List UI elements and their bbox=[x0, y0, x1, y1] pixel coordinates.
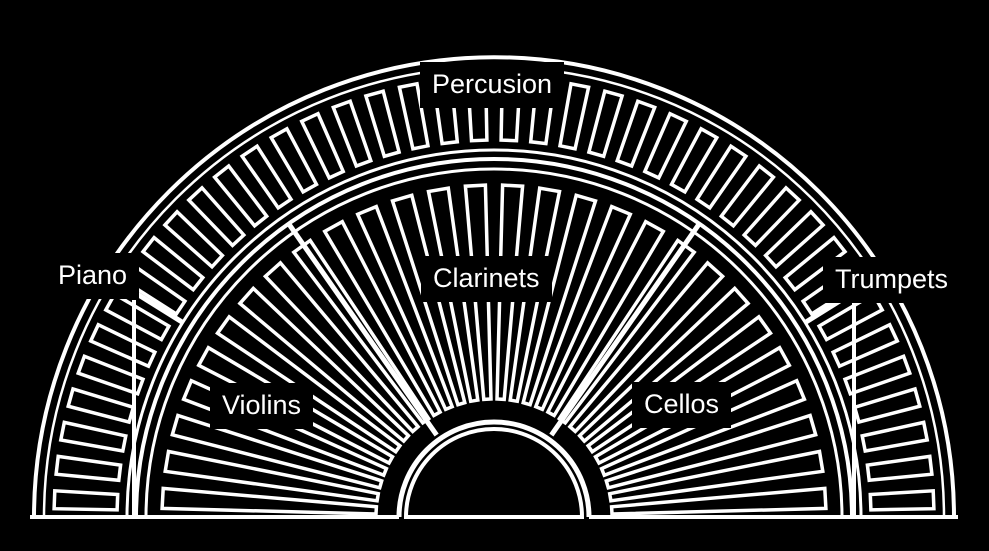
outer-seat bbox=[852, 386, 922, 425]
inner-seat bbox=[609, 486, 828, 516]
inner-seat bbox=[355, 204, 455, 412]
outer-seat bbox=[331, 98, 374, 169]
inner-seat bbox=[577, 285, 751, 444]
conductor-podium bbox=[0, 427, 989, 546]
section-label-trumpets[interactable]: Trumpets bbox=[823, 257, 961, 303]
outer-seat bbox=[58, 420, 128, 454]
inner-arcs bbox=[144, 167, 844, 518]
outer-seat bbox=[865, 454, 934, 483]
outer-seat bbox=[830, 322, 900, 369]
outer-seat bbox=[75, 354, 146, 397]
inner-seat bbox=[215, 314, 403, 455]
inner-seat bbox=[170, 413, 384, 490]
outer-seat bbox=[694, 143, 749, 211]
outer-seat bbox=[88, 322, 158, 369]
section-label-cellos[interactable]: Cellos bbox=[632, 382, 732, 428]
inner-seat bbox=[607, 449, 825, 503]
inner-seat bbox=[533, 204, 633, 412]
divider-violins-clarinets bbox=[286, 222, 439, 437]
podium-semicircle bbox=[403, 427, 585, 519]
outer-seat bbox=[162, 209, 225, 270]
outer-seat bbox=[66, 386, 136, 425]
podium-boundary-arc bbox=[396, 419, 592, 518]
outer-seat bbox=[860, 420, 930, 454]
inner-seat bbox=[521, 193, 598, 407]
section-label-percussion[interactable]: Percusion bbox=[420, 62, 565, 108]
section-label-violins[interactable]: Violins bbox=[210, 383, 314, 429]
outer-seat bbox=[299, 111, 346, 181]
outer-seat bbox=[52, 488, 120, 512]
outer-seat bbox=[642, 111, 689, 181]
outer-seat bbox=[741, 185, 802, 248]
inner-seat bbox=[545, 219, 666, 418]
inner-boundary-arc bbox=[144, 167, 844, 518]
outer-seat bbox=[557, 81, 591, 151]
outer-seat bbox=[842, 354, 913, 397]
outer-seat bbox=[669, 126, 720, 195]
section-dividers bbox=[30, 222, 958, 519]
outer-seat bbox=[586, 89, 625, 159]
outer-seat bbox=[212, 163, 270, 229]
inner-seat bbox=[160, 486, 379, 516]
inner-seat bbox=[237, 285, 411, 444]
outer-seat bbox=[186, 185, 247, 248]
outer-seat bbox=[868, 488, 936, 512]
bottom-margin bbox=[0, 520, 989, 546]
outer-seat bbox=[54, 454, 123, 483]
outer-seat bbox=[239, 143, 294, 211]
outer-seat bbox=[363, 89, 402, 159]
inner-seat bbox=[604, 413, 818, 490]
ring-separator-inner-arc bbox=[134, 157, 854, 518]
inner-seat bbox=[163, 449, 381, 503]
inner-seat bbox=[599, 378, 807, 478]
inner-seat bbox=[262, 260, 421, 434]
ring-separator-arc bbox=[125, 148, 863, 518]
inner-seat bbox=[322, 219, 443, 418]
section-label-piano[interactable]: Piano bbox=[46, 253, 140, 299]
outer-seat bbox=[140, 235, 206, 293]
outer-seat bbox=[268, 126, 319, 195]
outer-seat bbox=[614, 98, 657, 169]
outer-seat bbox=[763, 209, 826, 270]
section-label-clarinets[interactable]: Clarinets bbox=[421, 256, 552, 302]
inner-seat bbox=[567, 260, 726, 434]
divider-clarinets-cellos bbox=[549, 222, 702, 437]
outer-seat bbox=[718, 163, 776, 229]
inner-seat bbox=[585, 314, 773, 455]
